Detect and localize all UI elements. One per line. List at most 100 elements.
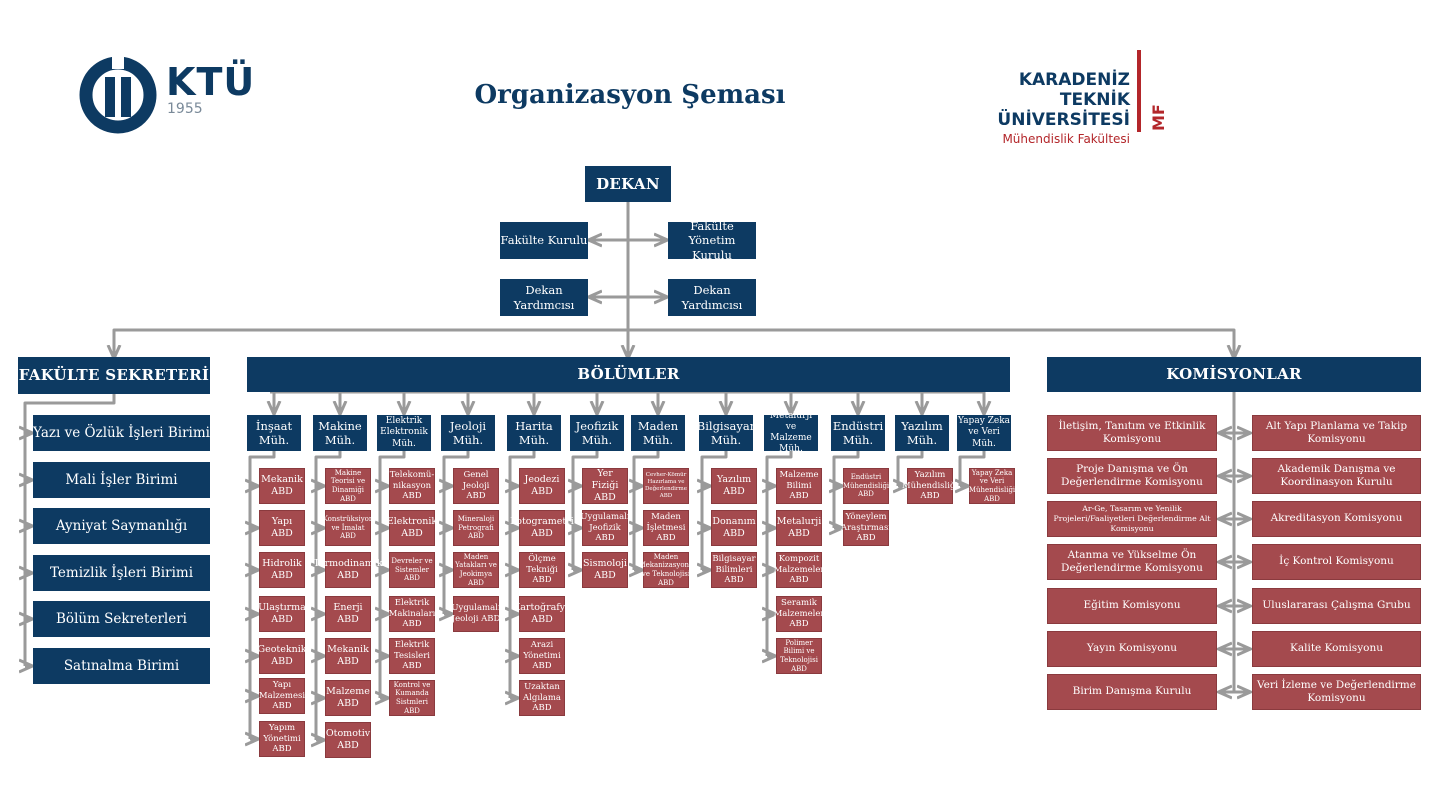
department-unit[interactable]: Devreler ve Sistemler ABD — [389, 552, 435, 588]
commission-left-item[interactable]: Ar-Ge, Tasarım ve Yenilik Projeleri/Faal… — [1047, 501, 1217, 537]
department-unit[interactable]: Makine Teorisi ve Dinamiği ABD — [325, 468, 371, 504]
department-unit[interactable]: Maden Yatakları ve Jeokimya ABD — [453, 552, 499, 588]
commission-left-item[interactable]: Eğitim Komisyonu — [1047, 588, 1217, 624]
commission-right-item[interactable]: Alt Yapı Planlama ve Takip Komisyonu — [1252, 415, 1421, 451]
department-unit[interactable]: Mekanik ABD — [325, 638, 371, 674]
department-unit[interactable]: Sismoloji ABD — [582, 552, 628, 588]
commission-right-item[interactable]: Akademik Danışma ve Koordinasyon Kurulu — [1252, 458, 1421, 494]
ktu-emblem-icon — [79, 56, 157, 134]
department-unit[interactable]: Kartoğrafya ABD — [513, 596, 571, 632]
department-unit[interactable]: Elektronik ABD — [387, 510, 437, 546]
secretary-unit[interactable]: Ayniyat Saymanlığı — [33, 508, 210, 544]
department-header[interactable]: Jeoloji Müh. — [441, 415, 495, 451]
department-unit[interactable]: Mineraloji Petrografi ABD — [453, 510, 499, 546]
department-unit[interactable]: Donanım ABD — [711, 510, 757, 546]
department-unit[interactable]: Bilgisayar Bilimleri ABD — [711, 552, 757, 588]
department-unit[interactable]: Endüstri Mühendisliği ABD — [843, 468, 889, 504]
commission-right-item[interactable]: İç Kontrol Komisyonu — [1252, 544, 1421, 580]
commission-left-item[interactable]: İletişim, Tanıtım ve Etkinlik Komisyonu — [1047, 415, 1217, 451]
commission-left-item[interactable]: Yayın Komisyonu — [1047, 631, 1217, 667]
department-unit[interactable]: Arazi Yönetimi ABD — [519, 638, 565, 674]
faculty-logo-tag: MF — [1149, 104, 1168, 131]
department-unit[interactable]: Cevher-Kömür Hazırlama ve Değerlendirme … — [643, 468, 689, 504]
department-header[interactable]: Makine Müh. — [313, 415, 367, 451]
department-unit[interactable]: Yapım Yönetimi ABD — [259, 721, 305, 757]
department-unit[interactable]: Enerji ABD — [325, 596, 371, 632]
department-unit[interactable]: Hidrolik ABD — [259, 552, 305, 588]
secretary-unit[interactable]: Temizlik İşleri Birimi — [33, 555, 210, 591]
department-unit[interactable]: Yapı Malzemesi ABD — [259, 678, 305, 714]
department-unit[interactable]: Yapay Zeka ve Veri Mühendisliği ABD — [968, 468, 1016, 504]
department-unit[interactable]: Yapı ABD — [259, 510, 305, 546]
commission-right-item[interactable]: Uluslararası Çalışma Grubu — [1252, 588, 1421, 624]
department-header[interactable]: Bilgisayar Müh. — [697, 415, 755, 451]
department-header[interactable]: Yapay Zeka ve Veri Müh. — [957, 415, 1011, 451]
vice-dean-right-box[interactable]: Dekan Yardımcısı — [668, 279, 756, 316]
department-unit[interactable]: Genel Jeoloji ABD — [453, 468, 499, 504]
department-unit[interactable]: Fotogrametri ABD — [510, 510, 574, 546]
faculty-logo-line2: TEKNİK ÜNİVERSİTESİ — [997, 90, 1130, 130]
department-unit[interactable]: Malzeme ABD — [325, 680, 371, 716]
page-title: Organizasyon Şeması — [474, 80, 786, 110]
faculty-logo-line3: Mühendislik Fakültesi — [1002, 132, 1130, 146]
faculty-secretary-header[interactable]: FAKÜLTE SEKRETERİ — [18, 357, 210, 394]
department-header[interactable]: Elektrik Elektronik Müh. — [377, 415, 431, 451]
department-unit[interactable]: Uzaktan Algılama ABD — [519, 680, 565, 716]
department-unit[interactable]: Telekomü-nikasyon ABD — [389, 468, 435, 504]
department-unit[interactable]: Maden Mekanizasyonu ve Teknolojisi ABD — [638, 552, 694, 588]
commission-right-item[interactable]: Akreditasyon Komisyonu — [1252, 501, 1421, 537]
connector-line — [114, 328, 628, 357]
secretary-unit[interactable]: Mali İşler Birimi — [33, 462, 210, 498]
secretary-unit[interactable]: Satınalma Birimi — [33, 648, 210, 684]
commissions-header[interactable]: KOMİSYONLAR — [1047, 357, 1421, 392]
department-unit[interactable]: Elektrik Tesisleri ABD — [389, 638, 435, 674]
department-unit[interactable]: Ölçme Tekniği ABD — [519, 552, 565, 588]
department-header[interactable]: Metalurji ve Malzeme Müh. — [764, 411, 818, 454]
department-unit[interactable]: Yer Fiziği ABD — [582, 468, 628, 504]
department-unit[interactable]: Polimer Bilimi ve Teknolojisi ABD — [776, 638, 822, 674]
department-unit[interactable]: Uygulamalı Jeofizik ABD — [580, 510, 630, 546]
department-unit[interactable]: Mekanik ABD — [259, 468, 305, 504]
departments-header[interactable]: BÖLÜMLER — [247, 357, 1010, 392]
department-unit[interactable]: Yazılım Mühendisliği ABD — [902, 468, 958, 504]
commission-right-item[interactable]: Veri İzleme ve Değerlendirme Komisyonu — [1252, 674, 1421, 710]
department-unit[interactable]: Yazılım ABD — [711, 468, 757, 504]
ktu-logo — [78, 56, 268, 137]
department-unit[interactable]: Elektrik Makinaları ABD — [389, 596, 435, 632]
department-unit[interactable]: Jeodezi ABD — [519, 468, 565, 504]
commission-left-item[interactable]: Proje Danışma ve Ön Değerlendirme Komisy… — [1047, 458, 1217, 494]
department-unit[interactable]: Ulaştırma ABD — [258, 596, 306, 632]
department-unit[interactable]: Kontrol ve Kumanda Sistmleri ABD — [389, 680, 435, 716]
department-unit[interactable]: Kompozit Malzemeler ABD — [774, 552, 824, 588]
secretary-unit[interactable]: Yazı ve Özlük İşleri Birimi — [33, 415, 210, 451]
department-header[interactable]: Harita Müh. — [507, 415, 561, 451]
secretary-unit[interactable]: Bölüm Sekreterleri — [33, 601, 210, 637]
department-unit[interactable]: Geoteknik ABD — [257, 638, 307, 674]
department-unit[interactable]: Otomotiv ABD — [325, 722, 371, 758]
department-header[interactable]: Yazılım Müh. — [895, 415, 949, 451]
ktu-logo-year: 1955 — [167, 101, 203, 117]
department-unit[interactable]: Konstrüksiyon ve İmalat ABD — [323, 510, 373, 546]
department-unit[interactable]: Uygulamalı Jeoloji ABD — [451, 596, 501, 632]
ktu-logo-text: KTÜ — [166, 60, 256, 104]
dean-box[interactable]: DEKAN — [585, 166, 671, 202]
department-header[interactable]: İnşaat Müh. — [247, 415, 301, 451]
commission-left-item[interactable]: Atanma ve Yükselme Ön Değerlendirme Komi… — [1047, 544, 1217, 580]
department-unit[interactable]: Malzeme Bilimi ABD — [776, 468, 822, 504]
department-unit[interactable]: Metalurji ABD — [776, 510, 822, 546]
department-unit[interactable]: Seramik Malzemeler ABD — [774, 596, 824, 632]
faculty-board-box[interactable]: Fakülte Kurulu — [500, 222, 588, 259]
vice-dean-left-box[interactable]: Dekan Yardımcısı — [500, 279, 588, 316]
department-unit[interactable]: Maden İşletmesi ABD — [643, 510, 689, 546]
department-unit[interactable]: Termodinamik ABD — [313, 552, 383, 588]
commission-left-item[interactable]: Birim Danışma Kurulu — [1047, 674, 1217, 710]
faculty-logo-bar — [1137, 50, 1141, 132]
faculty-exec-board-box[interactable]: Fakülte Yönetim Kurulu — [668, 219, 756, 262]
department-header[interactable]: Jeofizik Müh. — [570, 415, 624, 451]
connector-line — [628, 328, 1234, 357]
department-header[interactable]: Endüstri Müh. — [831, 415, 885, 451]
commission-right-item[interactable]: Kalite Komisyonu — [1252, 631, 1421, 667]
department-unit[interactable]: Yöneylem Araştırması ABD — [841, 510, 891, 546]
faculty-logo-line1: KARADENİZ — [1018, 70, 1130, 90]
department-header[interactable]: Maden Müh. — [631, 415, 685, 451]
